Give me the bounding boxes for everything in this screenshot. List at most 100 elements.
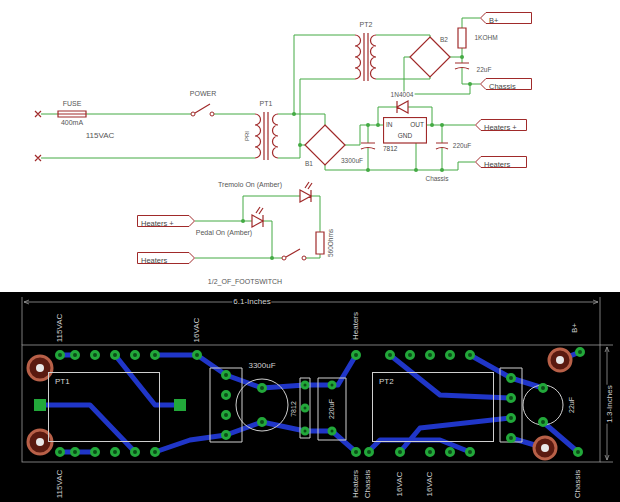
port-flag: Heaters [475,156,527,168]
paper [0,0,620,292]
junction-dot [241,219,245,223]
pad [259,419,266,426]
junction-dot [366,168,370,172]
part-value: 1KOHM [473,34,498,41]
net-name: B+ [480,15,502,27]
junction-dot [366,123,370,127]
switch-pin [302,256,306,260]
pad [575,449,582,456]
pad [72,449,79,456]
part-name: PT1 [55,378,70,387]
mounting-hole [549,349,571,371]
part-name: B1 [304,160,314,167]
pad [152,352,159,359]
pad [92,449,99,456]
pad [132,449,139,456]
junction-dot [376,123,380,127]
net-name: Heaters [137,255,176,267]
pad [112,352,119,359]
part-value: 400mA [60,119,84,127]
pin-name: PRI [244,130,251,142]
pin-name: OUT [410,121,424,129]
pad [92,352,99,359]
pad [259,385,266,392]
junction-dot [468,82,472,86]
pad [427,352,434,359]
junction-dot [298,143,302,147]
pad [302,428,308,434]
part-name: PT1 [259,100,274,108]
pad [540,419,547,426]
pad [223,412,230,419]
flag-outline [480,12,532,24]
pad [152,449,159,456]
part-name: 7812 [290,400,298,418]
junction-dot [292,112,296,116]
capacitor-outline [523,385,563,425]
part-name: POWER [189,90,217,98]
pad [467,449,474,456]
junction-dot [270,256,274,260]
connector-label: Chassis [364,469,373,499]
transformer-outline: PT1 [48,372,160,442]
pad [467,352,474,359]
pad [508,415,515,422]
port-flag: Heaters [137,252,195,264]
connector-label: Chassis [574,469,583,499]
pad [353,449,360,456]
part-name: 1N4004 [390,91,415,98]
port-flag: Chassis [480,78,532,90]
capacitor-outline [236,379,288,431]
connector-label: 115VAC [56,313,65,344]
led-label: Tremolo On (Amber) [217,181,283,189]
pad [223,392,230,399]
pad [72,352,79,359]
port-flag: Heaters + [137,215,195,227]
dimension: 1.3-Inches [606,384,615,423]
connector-label: Heaters [352,469,361,499]
part-outlines [210,368,522,442]
pad [447,352,454,359]
transformer-outline: PT2 [372,372,494,442]
net-name: Heaters + [475,122,521,134]
wire [427,125,475,126]
switch-pin [210,112,214,116]
square-pad [174,399,186,411]
net-name: Chassis [424,175,449,182]
pin-name: GND [398,132,412,140]
pad [508,395,515,402]
pad [447,449,454,456]
net-name: Heaters + [137,218,183,230]
net-name: Chassis [480,81,520,93]
connector-label: 16VAC [426,471,435,498]
part-value: 560Ohms [327,228,334,258]
pad [508,435,515,442]
pad [508,375,515,382]
pad [329,382,335,388]
part-value: 22uF [476,66,493,73]
pad [353,352,360,359]
part-name: 7812 [383,145,397,153]
pad [223,432,230,439]
part-value: 220uF [328,398,336,420]
hole-center [36,364,44,372]
regulator-box: INOUTGND7812 [383,117,427,154]
pad [57,449,64,456]
part-name: B2 [439,36,449,43]
pad [302,382,308,388]
net-name: Heaters [475,159,514,171]
port-flag: Heaters + [475,119,527,131]
voltage-label: 115VAC [85,132,116,141]
pad [132,352,139,359]
pad [427,449,434,456]
hole-center [36,438,44,446]
connector-label: 16VAC [193,317,202,344]
pad [366,449,373,456]
port-flag: B+ [480,12,532,24]
pad [577,349,584,356]
pcb-ground [0,292,620,502]
copper-traces [40,352,580,452]
hole-center [556,356,564,364]
board-outline [22,345,600,462]
